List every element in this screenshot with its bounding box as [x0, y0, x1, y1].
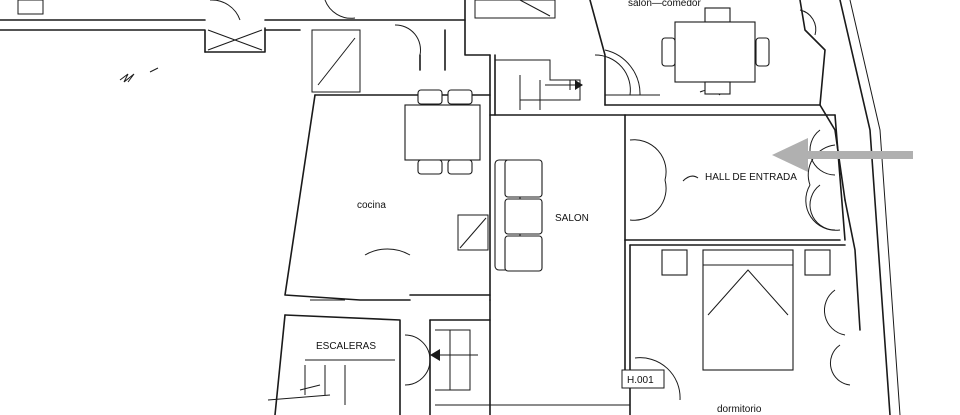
label-cocina: cocina	[357, 200, 386, 211]
pen-marks	[119, 67, 159, 83]
label-hall: HALL DE ENTRADA	[705, 172, 797, 183]
stair-direction-arrow-icon	[430, 349, 478, 361]
label-salon-comedor: salon—comedor	[628, 0, 701, 9]
escaleras-room	[267, 299, 630, 415]
label-salon: SALON	[555, 213, 589, 224]
stair-up-arrow-icon	[545, 80, 583, 90]
salon-room	[489, 54, 631, 415]
salon-comedor-room	[589, 0, 826, 106]
label-escaleras: ESCALERAS	[316, 341, 376, 352]
unit-tag-box	[621, 369, 665, 389]
top-left-walls	[0, 0, 556, 71]
dormitorio-room	[629, 244, 846, 415]
hall-room	[624, 114, 846, 241]
entrance-arrow-icon	[772, 138, 913, 172]
right-exterior-wall	[799, 0, 901, 415]
label-unit: H.001	[627, 375, 654, 386]
label-dormitorio: dormitorio	[717, 404, 762, 415]
cocina-room	[284, 29, 491, 301]
